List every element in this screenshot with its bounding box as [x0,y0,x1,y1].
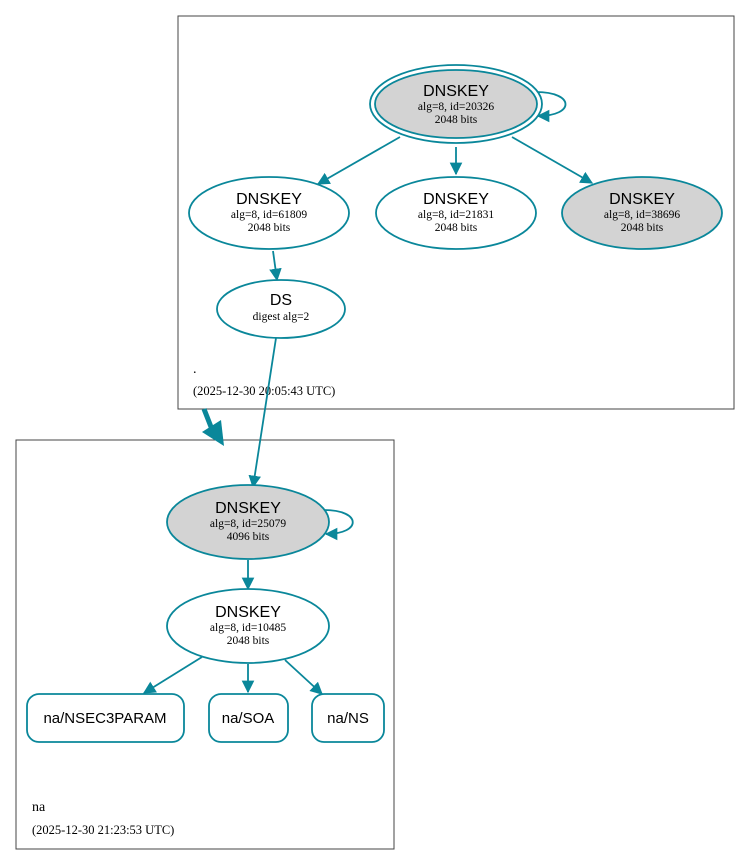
node-title: DNSKEY [215,604,281,621]
node-dnskey-10485[interactable]: DNSKEY alg=8, id=10485 2048 bits [166,588,330,664]
node-dnskey-20326[interactable]: DNSKEY alg=8, id=20326 2048 bits [369,64,543,144]
zone-root-timestamp: (2025-12-30 20:05:43 UTC) [193,384,335,398]
node-alg-id: alg=8, id=21831 [418,209,494,221]
node-bits: 2048 bits [227,635,270,647]
rrset-label: na/SOA [222,710,275,727]
edge-ds-25079 [248,337,277,489]
node-bits: 2048 bits [435,222,478,234]
edge-20326-38696 [511,136,594,184]
node-title: DNSKEY [423,191,489,208]
node-title: DNSKEY [215,500,281,517]
zone-root-name: . [193,362,197,377]
node-title: DNSKEY [423,83,489,100]
node-bits: 2048 bits [621,222,664,234]
edge-10485-nsec3param [142,656,203,694]
node-title: DNSKEY [236,191,302,208]
edges [142,91,594,695]
zone-na-timestamp: (2025-12-30 21:23:53 UTC) [32,823,174,837]
rrset-soa[interactable]: na/SOA [208,693,289,743]
edge-delegation-head [202,420,224,446]
rrset-ns[interactable]: na/NS [311,693,385,743]
edge-self-25079 [323,509,354,541]
node-alg-id: alg=8, id=10485 [210,622,286,634]
rrset-label: na/NS [327,710,369,727]
node-ds[interactable]: DS digest alg=2 [216,279,346,339]
edge-61809-ds [269,250,282,282]
node-dnskey-61809[interactable]: DNSKEY alg=8, id=61809 2048 bits [188,176,350,250]
node-alg-id: alg=8, id=61809 [231,209,307,221]
node-dnskey-21831[interactable]: DNSKEY alg=8, id=21831 2048 bits [375,176,537,250]
node-alg-id: alg=8, id=25079 [210,518,286,530]
node-title: DS [270,292,292,309]
node-title: DNSKEY [609,191,675,208]
node-bits: 2048 bits [248,222,291,234]
edge-self-20326 [535,91,567,123]
rrset-nsec3param[interactable]: na/NSEC3PARAM [26,693,185,743]
zone-na-name: na [32,800,46,815]
node-bits: 2048 bits [435,114,478,126]
edge-10485-ns [284,659,323,695]
node-alg-id: alg=8, id=38696 [604,209,680,221]
node-alg-id: alg=8, id=20326 [418,101,494,113]
node-dnskey-25079[interactable]: DNSKEY alg=8, id=25079 4096 bits [166,484,330,560]
node-digest: digest alg=2 [253,311,310,323]
node-dnskey-38696[interactable]: DNSKEY alg=8, id=38696 2048 bits [561,176,723,250]
node-bits: 4096 bits [227,531,270,543]
edge-20326-61809 [316,136,401,185]
rrset-label: na/NSEC3PARAM [43,710,166,727]
